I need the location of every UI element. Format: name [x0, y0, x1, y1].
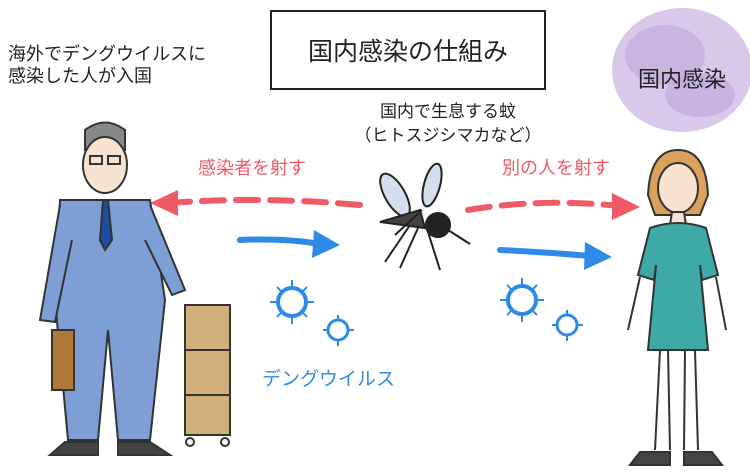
virus-icon: [270, 278, 583, 346]
arrow-bite-infected: [150, 190, 363, 216]
page-title: 国内感染の仕組み: [270, 10, 546, 90]
domestic-infection-badge: 国内感染: [637, 68, 726, 93]
arrow-transmission-1: [237, 230, 340, 258]
bite-infected-label: 感染者を射す: [198, 158, 306, 179]
virus-label: デングウイルス: [262, 368, 396, 390]
mosquito-label-line-1: 国内で生息する蚊: [380, 102, 516, 122]
mosquito-icon: [379, 162, 471, 271]
mosquito-label: 国内で生息する蚊 （ヒトスジシマカなど）: [318, 100, 578, 148]
intro-line-2: 感染した人が入国: [8, 66, 152, 87]
mosquito-label-line-2: （ヒトスジシマカなど）: [354, 126, 542, 146]
map-blob: [612, 8, 750, 132]
woman: [627, 148, 727, 466]
intro-line-1: 海外でデングウイルスに: [8, 44, 206, 65]
bite-other-label: 別の人を射す: [502, 158, 610, 179]
arrow-transmission-2: [497, 242, 612, 270]
intro-text: 海外でデングウイルスに 感染した人が入国: [8, 44, 206, 88]
arrow-bite-other: [465, 193, 640, 220]
man-traveler: [38, 121, 231, 456]
